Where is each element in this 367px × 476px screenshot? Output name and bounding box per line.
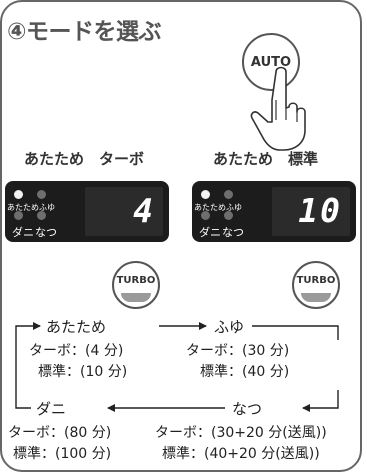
led-atatame bbox=[14, 190, 23, 199]
turbo-button-label: TURBO bbox=[296, 275, 336, 286]
pressing-hand-icon bbox=[250, 66, 306, 151]
label-fuyu: ふゆ bbox=[226, 203, 242, 212]
time-screen: 10 bbox=[272, 187, 350, 236]
step-title: ④モードを選ぶ bbox=[7, 19, 161, 45]
turbo-button-right[interactable]: TURBO bbox=[292, 261, 340, 309]
mode-dani: ダニ bbox=[34, 398, 69, 419]
fuyu-standard-time: 標準：(40 分) bbox=[200, 364, 290, 380]
natsu-turbo-time: ターボ：(30+20 分(送風)) bbox=[155, 425, 327, 441]
led-dani bbox=[14, 211, 23, 220]
mode-natsu: なつ bbox=[230, 398, 265, 419]
led-atatame bbox=[201, 190, 210, 199]
display-turbo: あたため ふゆ ダニ なつ 4 bbox=[5, 181, 169, 242]
label-atatame: あたため bbox=[7, 203, 39, 212]
caption-standard: あたため 標準 bbox=[213, 150, 319, 168]
label-natsu: なつ bbox=[35, 226, 57, 239]
fuyu-turbo-time: ターボ：(30 分) bbox=[186, 343, 290, 359]
led-natsu bbox=[224, 211, 233, 220]
time-digit: 10 bbox=[298, 191, 342, 230]
time-digit: 4 bbox=[133, 191, 155, 230]
auto-button-label: AUTO bbox=[250, 54, 292, 70]
caption-turbo: あたため ターボ bbox=[24, 150, 145, 168]
led-fuyu bbox=[37, 190, 46, 199]
atatame-standard-time: 標準：(10 分) bbox=[38, 364, 128, 380]
turbo-button-base bbox=[301, 293, 331, 302]
label-dani: ダニ bbox=[199, 226, 221, 239]
display-standard: あたため ふゆ ダニ なつ 10 bbox=[192, 181, 356, 242]
label-fuyu: ふゆ bbox=[39, 203, 55, 212]
label-natsu: なつ bbox=[222, 226, 244, 239]
dani-turbo-time: ターボ：(80 分) bbox=[8, 425, 112, 441]
led-dani bbox=[201, 211, 210, 220]
mode-atatame: あたため bbox=[44, 316, 109, 337]
mode-fuyu: ふゆ bbox=[212, 316, 247, 337]
dani-standard-time: 標準：(100 分) bbox=[13, 446, 112, 462]
led-fuyu bbox=[224, 190, 233, 199]
turbo-button-label: TURBO bbox=[116, 275, 156, 286]
led-natsu bbox=[37, 211, 46, 220]
atatame-turbo-time: ターボ：(4 分) bbox=[29, 343, 124, 359]
label-atatame: あたため bbox=[194, 203, 226, 212]
label-dani: ダニ bbox=[12, 226, 34, 239]
turbo-button-left[interactable]: TURBO bbox=[112, 261, 160, 309]
natsu-standard-time: 標準：(40+20 分(送風)) bbox=[162, 446, 320, 462]
turbo-button-base bbox=[121, 293, 151, 302]
auto-button[interactable]: AUTO bbox=[242, 33, 300, 91]
time-screen: 4 bbox=[85, 187, 163, 236]
